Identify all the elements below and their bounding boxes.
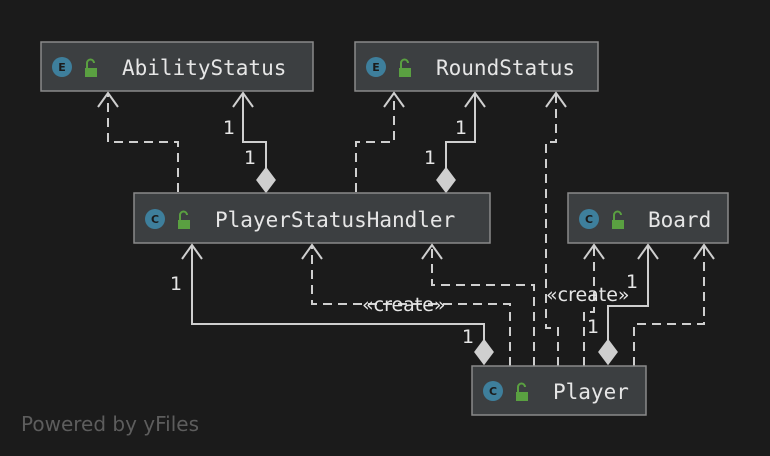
node-label: AbilityStatus bbox=[122, 56, 286, 80]
node-board[interactable]: C Board bbox=[567, 192, 729, 244]
node-player[interactable]: C Player bbox=[471, 365, 647, 416]
arrowhead bbox=[693, 243, 715, 260]
node-abilitystatus[interactable]: E AbilityStatus bbox=[40, 41, 314, 92]
composition-edge-player-psh bbox=[191, 245, 485, 340]
node-label: PlayerStatusHandler bbox=[215, 208, 455, 232]
composition-edge-psh-roundstatus bbox=[445, 93, 476, 168]
enum-badge-icon bbox=[366, 57, 386, 77]
unlocked-lock-icon bbox=[612, 210, 624, 229]
arrowhead bbox=[181, 243, 203, 260]
create-stereotype-label: «create» bbox=[362, 294, 446, 316]
multiplicity-label: 1 bbox=[244, 147, 256, 169]
multiplicity-label: 1 bbox=[462, 326, 474, 348]
unlocked-lock-icon bbox=[178, 210, 190, 229]
arrowhead bbox=[232, 91, 254, 108]
badge-letter: E bbox=[372, 61, 380, 74]
node-roundstatus[interactable]: E RoundStatus bbox=[354, 41, 599, 92]
arrowhead bbox=[464, 91, 486, 108]
badge-letter: C bbox=[585, 213, 593, 226]
multiplicity-label: 1 bbox=[626, 271, 638, 293]
composition-diamond bbox=[256, 166, 276, 194]
node-playerstatushandler[interactable]: C PlayerStatusHandler bbox=[133, 192, 491, 244]
dependency-edge-player-board-left bbox=[583, 245, 595, 366]
composition-diamond bbox=[436, 166, 456, 194]
unlocked-lock-icon bbox=[516, 382, 528, 401]
enum-badge-icon bbox=[52, 57, 72, 77]
class-badge-icon bbox=[579, 209, 599, 229]
arrowhead bbox=[383, 91, 405, 108]
dependency-edge-psh-roundstatus bbox=[355, 93, 395, 192]
dependency-edge-player-roundstatus bbox=[545, 93, 559, 366]
arrowhead bbox=[583, 243, 605, 260]
unlocked-lock-icon bbox=[85, 58, 97, 77]
badge-letter: E bbox=[58, 61, 66, 74]
composition-diamond bbox=[598, 338, 618, 366]
composition-edge-psh-abilitystatus bbox=[242, 93, 267, 168]
badge-letter: C bbox=[489, 385, 497, 398]
node-label: RoundStatus bbox=[436, 56, 575, 80]
class-badge-icon bbox=[145, 209, 165, 229]
node-label: Player bbox=[553, 380, 629, 404]
arrowhead bbox=[637, 243, 659, 260]
composition-edge-player-board bbox=[607, 245, 649, 340]
arrowhead bbox=[421, 243, 443, 260]
badge-letter: C bbox=[151, 213, 159, 226]
create-edge-1 bbox=[311, 245, 511, 366]
arrowhead bbox=[97, 91, 119, 108]
dependency-edge-player-board-right bbox=[633, 245, 705, 366]
class-badge-icon bbox=[483, 381, 503, 401]
unlocked-lock-icon bbox=[399, 58, 411, 77]
node-label: Board bbox=[648, 208, 711, 232]
arrowhead bbox=[545, 91, 567, 108]
create-edge-2 bbox=[431, 245, 535, 366]
multiplicity-label: 1 bbox=[170, 273, 182, 295]
composition-diamond bbox=[474, 338, 494, 366]
arrowhead bbox=[301, 243, 323, 260]
multiplicity-label: 1 bbox=[424, 147, 436, 169]
multiplicity-label: 1 bbox=[223, 117, 235, 139]
multiplicity-label: 1 bbox=[455, 117, 467, 139]
multiplicity-label: 1 bbox=[587, 316, 599, 338]
dependency-edge-psh-abilitystatus bbox=[107, 93, 179, 192]
create-stereotype-label: «create» bbox=[546, 284, 630, 306]
yfiles-watermark: Powered by yFiles bbox=[21, 412, 199, 436]
